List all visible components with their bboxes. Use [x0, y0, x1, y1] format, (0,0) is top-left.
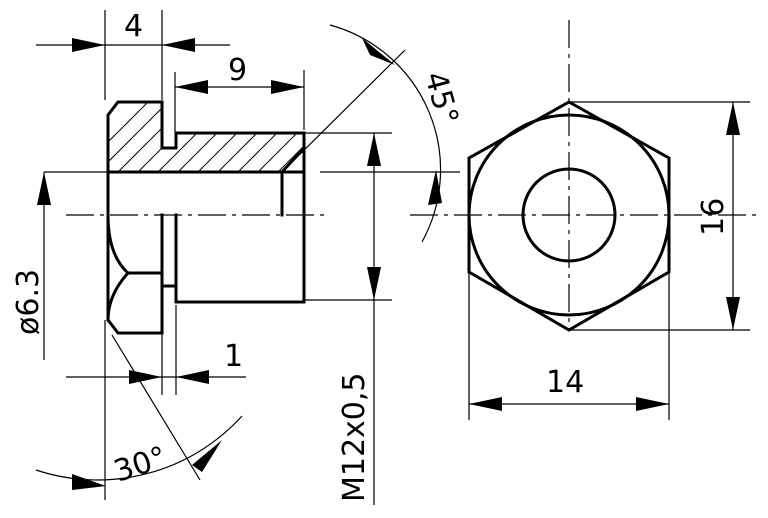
section-outline [106, 100, 306, 335]
dim-head-width: 4 [124, 9, 143, 44]
dim-undercut: 1 [224, 339, 243, 374]
section-hatching [108, 102, 304, 172]
dimension-lines [35, 10, 750, 505]
dim-across-corners: 16 [696, 198, 731, 236]
dim-bore-diameter: ø6.3 [11, 269, 46, 335]
side-view [106, 100, 307, 335]
dim-head-chamfer-angle: 30° [110, 440, 171, 490]
dim-chamfer-angle: 45° [417, 68, 465, 128]
dim-across-flats: 14 [546, 365, 584, 400]
dim-thread: M12x0,5 [337, 372, 372, 502]
dim-thread-length: 9 [228, 53, 247, 88]
